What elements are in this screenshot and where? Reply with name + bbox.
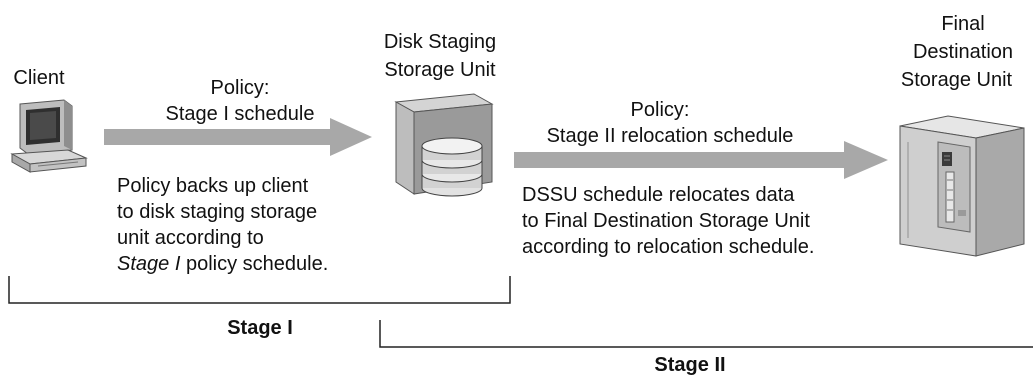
final-label-line-1: Final	[941, 13, 985, 35]
stage1-description-line-3: unit according to	[117, 227, 264, 249]
stage1-policy-line-1: Policy:	[210, 77, 270, 99]
stage2-policy-line-2: Stage II relocation schedule	[546, 125, 794, 147]
stage2-bracket	[379, 320, 1033, 348]
dssu-label-line-2: Storage Unit	[384, 59, 496, 81]
final-label-line-3: Storage Unit	[900, 69, 1013, 91]
stage2-description-line-2: to Final Destination Storage Unit	[522, 210, 810, 232]
stage1-label: Stage I	[227, 317, 293, 339]
stage2-policy-line-1: Policy:	[630, 99, 690, 121]
stage2-label: Stage II	[654, 354, 726, 376]
disk-staging-storage-icon	[394, 93, 494, 197]
client-label: Client	[13, 67, 65, 89]
stage1-arrow	[104, 118, 372, 156]
stage2-arrow	[514, 141, 888, 179]
client-computer-icon	[10, 99, 88, 173]
dssu-label-line-1: Disk Staging	[383, 31, 497, 53]
stage1-description-line-4-rest: policy schedule.	[180, 253, 329, 275]
final-label-line-2: Destination	[912, 41, 1014, 63]
final-storage-unit-icon	[899, 115, 1025, 257]
stage2-description-line-3: according to relocation schedule.	[522, 236, 815, 258]
stage1-policy-line-2: Stage I schedule	[165, 103, 315, 125]
stage1-description-line-2: to disk staging storage	[117, 201, 318, 223]
stage1-description-line-1: Policy backs up client	[117, 175, 309, 197]
stage1-italic-term: Stage I	[117, 253, 181, 275]
stage1-description-line-4: Stage I policy schedule.	[117, 252, 328, 276]
stage2-description-line-1: DSSU schedule relocates data	[522, 184, 795, 206]
